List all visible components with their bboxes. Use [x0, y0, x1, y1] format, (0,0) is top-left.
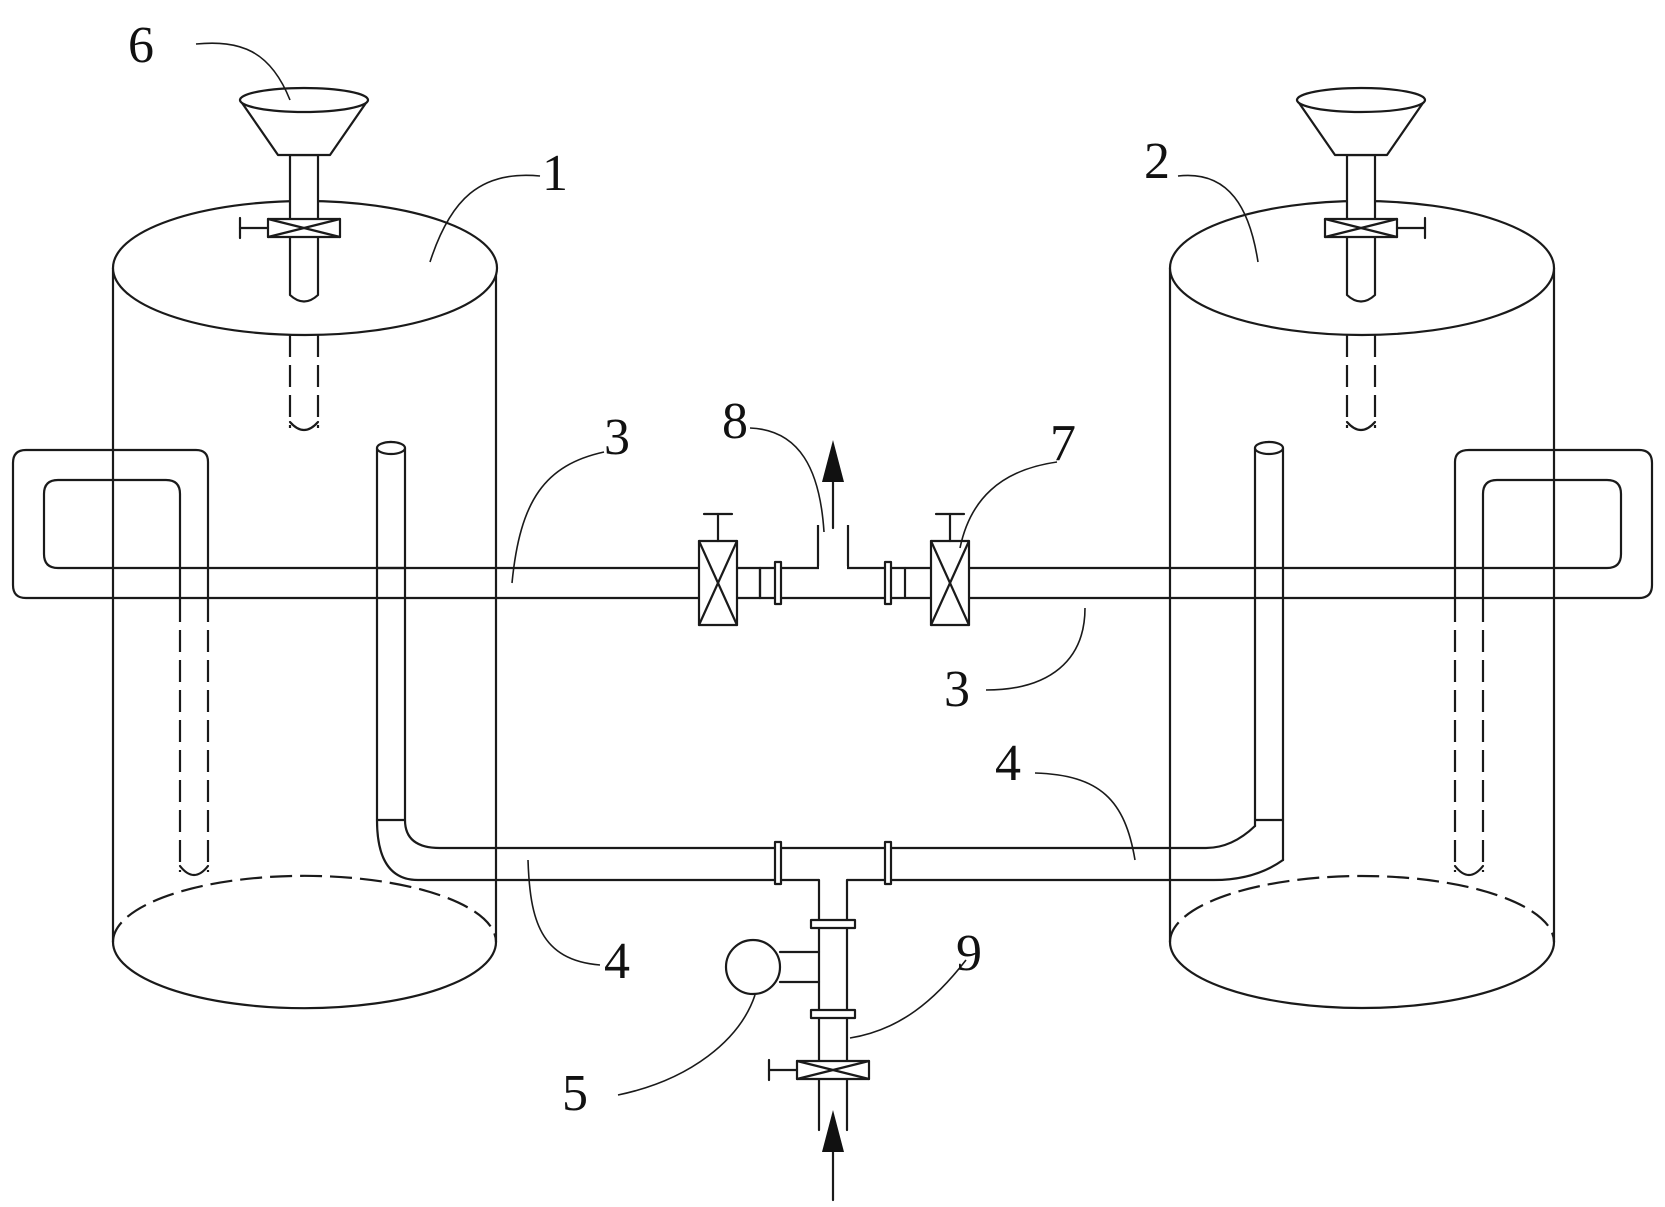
label-6: 6 [128, 17, 154, 74]
outlet-tee [758, 440, 907, 606]
dip-tubes [178, 600, 1485, 877]
label-2: 2 [1144, 133, 1170, 190]
pipe-4-risers [375, 440, 1285, 822]
label-4-left: 4 [604, 933, 630, 990]
label-9: 9 [956, 925, 982, 982]
label-1: 1 [542, 145, 568, 202]
label-3-left: 3 [604, 409, 630, 466]
funnel-left [238, 86, 370, 432]
inlet-branch [724, 878, 871, 1202]
pipe-3 [11, 448, 1654, 602]
valve-3-right [929, 512, 971, 627]
label-4-right: 4 [995, 735, 1021, 792]
funnel-right [1295, 86, 1427, 432]
inlet-arrow-icon [822, 1110, 844, 1152]
pipe-4 [375, 818, 1285, 886]
tank-right [1168, 199, 1556, 1010]
outlet-arrow-icon [822, 440, 844, 482]
pipe-3-cross [375, 566, 1285, 600]
tank-left [111, 199, 499, 1010]
label-3-right: 3 [944, 661, 970, 718]
label-7: 7 [1050, 415, 1076, 472]
label-5: 5 [562, 1065, 588, 1122]
part-labels: 6 1 2 3 8 7 3 4 4 9 5 [128, 17, 1170, 1122]
pressure-gauge [724, 938, 782, 996]
leader-lines [195, 42, 1259, 1096]
label-8: 8 [722, 393, 748, 450]
valve-3-left [697, 512, 739, 627]
